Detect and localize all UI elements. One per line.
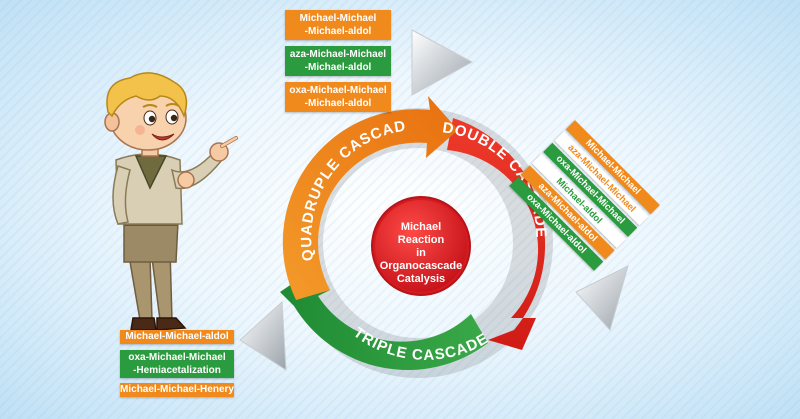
play-triangle-icon (239, 300, 287, 371)
center-text-line-1: Michael (401, 221, 441, 233)
left-box-3: Michael-Michael-Henery (120, 383, 234, 397)
top-box-3: oxa-Michael-Michael -Michael-aldol (285, 82, 391, 112)
left-box-1: Michael-Michael-aldol (120, 330, 234, 344)
top-box-2-line-2: -Michael-aldol (304, 62, 372, 73)
triple-cascade-arrow (280, 275, 488, 370)
top-box-2-line-1: aza-Michael-Michael (289, 49, 387, 60)
play-triangle-icon (575, 265, 629, 332)
left-box-3-line-1: Michael-Michael-Henery (120, 384, 234, 395)
left-box-2-line-2: -Hemiacetalization (133, 365, 221, 376)
top-box-1-line-1: Michael-Michael (299, 13, 377, 24)
top-box-2: aza-Michael-Michael -Michael-aldol (285, 46, 391, 76)
center-text-line-4: Organocascade (380, 260, 463, 272)
left-box-1-line-1: Michael-Michael-aldol (125, 331, 229, 342)
center-text-line-2: Reaction (398, 234, 445, 246)
center-text-line-3: in (416, 247, 426, 259)
play-triangle-icon (411, 29, 474, 96)
top-box-3-line-1: oxa-Michael-Michael (289, 85, 387, 96)
top-box-1: Michael-Michael -Michael-aldol (285, 10, 391, 40)
top-box-3-line-2: -Michael-aldol (304, 98, 372, 109)
top-box-1-line-2: -Michael-aldol (304, 26, 372, 37)
boy-pointing-illustration (104, 72, 238, 331)
center-text-line-5: Catalysis (397, 273, 445, 285)
left-box-2: oxa-Michael-Michael -Hemiacetalization (120, 350, 234, 378)
double-cascade-arrow (447, 118, 546, 350)
left-box-2-line-1: oxa-Michael-Michael (128, 352, 226, 363)
quadruple-cascade-arrow (282, 96, 458, 300)
